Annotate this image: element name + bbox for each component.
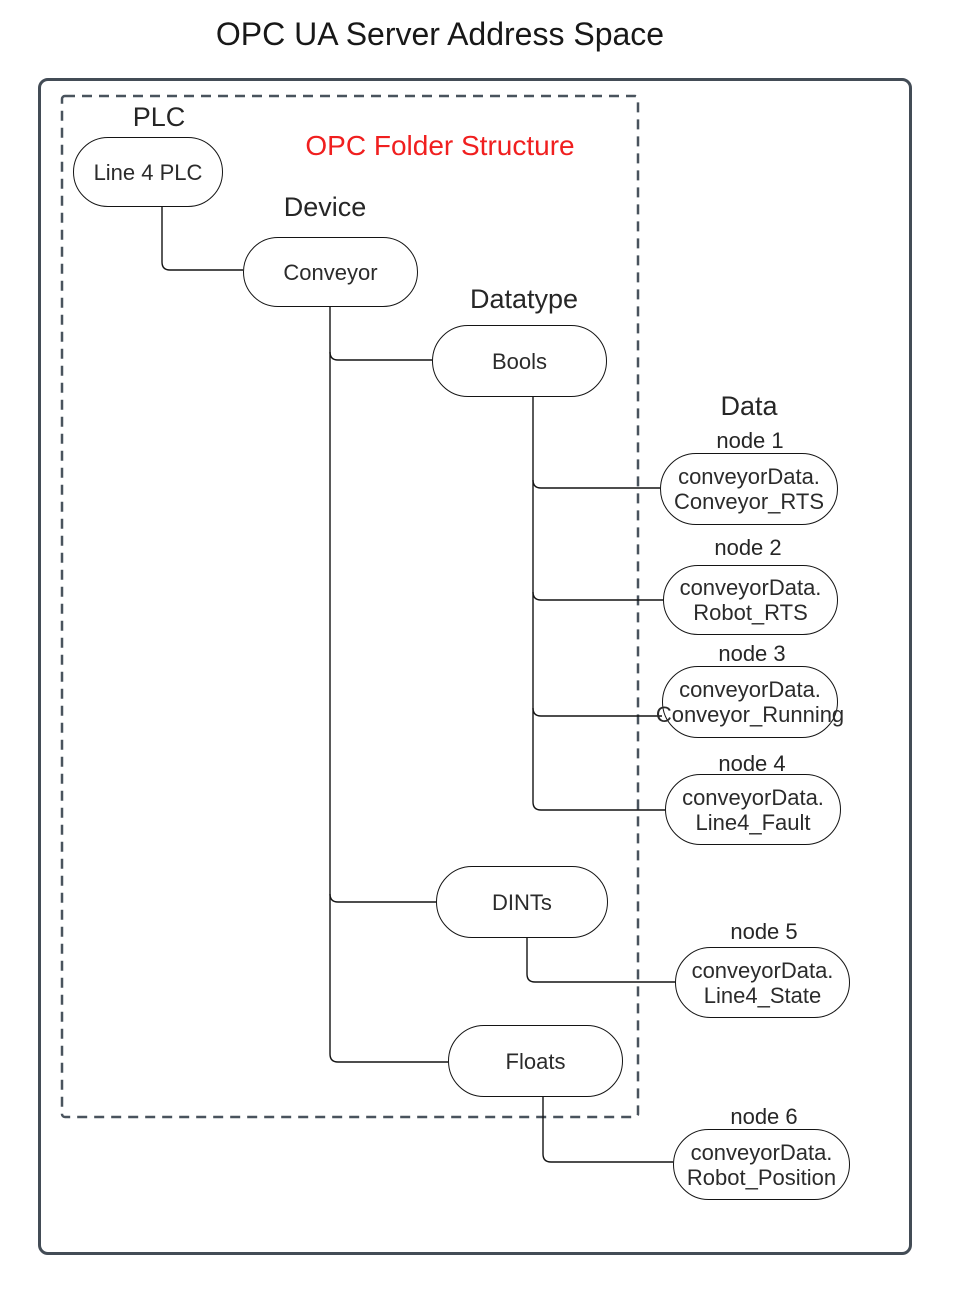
data-node-2: conveyorData. Robot_RTS [663, 565, 838, 635]
data-node-1: conveyorData. Conveyor_RTS [660, 453, 838, 525]
node-bools-label: Bools [491, 348, 548, 374]
data-node-label-6: node 6 [730, 1104, 798, 1129]
node-conveyor: Conveyor [243, 237, 418, 307]
folder-structure-label: OPC Folder Structure [305, 130, 575, 161]
data-node-3-line2: Conveyor_Running [655, 702, 845, 727]
data-node-6-line1: conveyorData. [690, 1139, 833, 1165]
data-node-5-line2: Line4_State [703, 982, 822, 1008]
data-node-label-4: node 4 [718, 751, 786, 776]
page-title: OPC UA Server Address Space [215, 16, 665, 52]
diagram-frame [38, 78, 912, 1255]
data-node-6: conveyorData. Robot_Position [673, 1129, 850, 1200]
data-node-6-line2: Robot_Position [686, 1164, 837, 1190]
data-node-label-3: node 3 [718, 641, 786, 666]
group-label-datatype: Datatype [469, 284, 579, 314]
data-node-5-line1: conveyorData. [691, 957, 834, 983]
data-node-5: conveyorData. Line4_State [675, 947, 850, 1018]
data-node-label-1: node 1 [716, 428, 784, 453]
node-floats: Floats [448, 1025, 623, 1097]
data-node-4-line2: Line4_Fault [695, 809, 811, 835]
data-node-4-line1: conveyorData. [682, 784, 824, 810]
node-line4-plc: Line 4 PLC [73, 137, 223, 207]
data-node-4: conveyorData. Line4_Fault [665, 774, 841, 845]
node-dints-label: DINTs [492, 889, 552, 915]
node-bools: Bools [432, 325, 607, 397]
data-node-2-line2: Robot_RTS [693, 600, 808, 625]
data-node-2-line1: conveyorData. [679, 575, 822, 600]
node-floats-label: Floats [505, 1048, 566, 1074]
data-node-3-line1: conveyorData. [679, 677, 821, 702]
data-node-label-5: node 5 [730, 919, 798, 944]
data-node-1-line1: conveyorData. [678, 464, 820, 489]
node-dints: DINTs [436, 866, 608, 938]
data-node-label-2: node 2 [714, 535, 782, 560]
node-line4-plc-label: Line 4 PLC [93, 159, 203, 185]
data-node-3: conveyorData. Conveyor_Running [656, 666, 844, 738]
node-conveyor-label: Conveyor [283, 259, 378, 285]
group-label-data: Data [720, 391, 778, 421]
group-label-device: Device [283, 192, 367, 222]
data-node-1-line2: Conveyor_RTS [674, 489, 824, 514]
group-label-plc: PLC [132, 102, 186, 132]
